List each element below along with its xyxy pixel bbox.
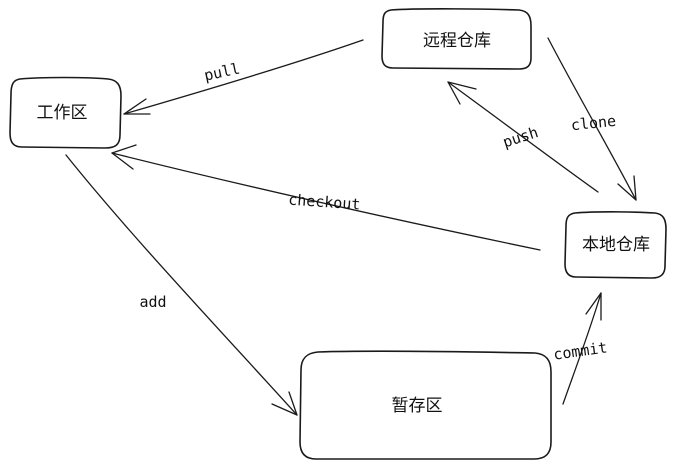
node-remote-label: 远程仓库 [423,31,491,51]
node-remote: 远程仓库 [381,8,532,70]
edge-pull: pull [123,39,364,115]
node-local: 本地仓库 [564,211,667,279]
node-staging-label: 暂存区 [392,396,443,416]
edge-checkout: checkout [111,144,541,251]
edge-checkout-label: checkout [288,191,361,214]
node-local-label: 本地仓库 [582,235,650,255]
edge-commit-label: commit [552,338,608,363]
edge-add: add [65,154,298,416]
node-workspace-label: 工作区 [37,103,88,123]
edge-add-label: add [139,293,166,311]
node-staging: 暂存区 [299,350,552,460]
edge-clone: clone [547,37,637,201]
node-workspace: 工作区 [9,76,122,149]
edge-commit: commit [552,292,608,405]
edge-clone-label: clone [570,112,617,135]
edge-push-label: push [500,123,540,151]
edge-push: push [447,81,599,193]
